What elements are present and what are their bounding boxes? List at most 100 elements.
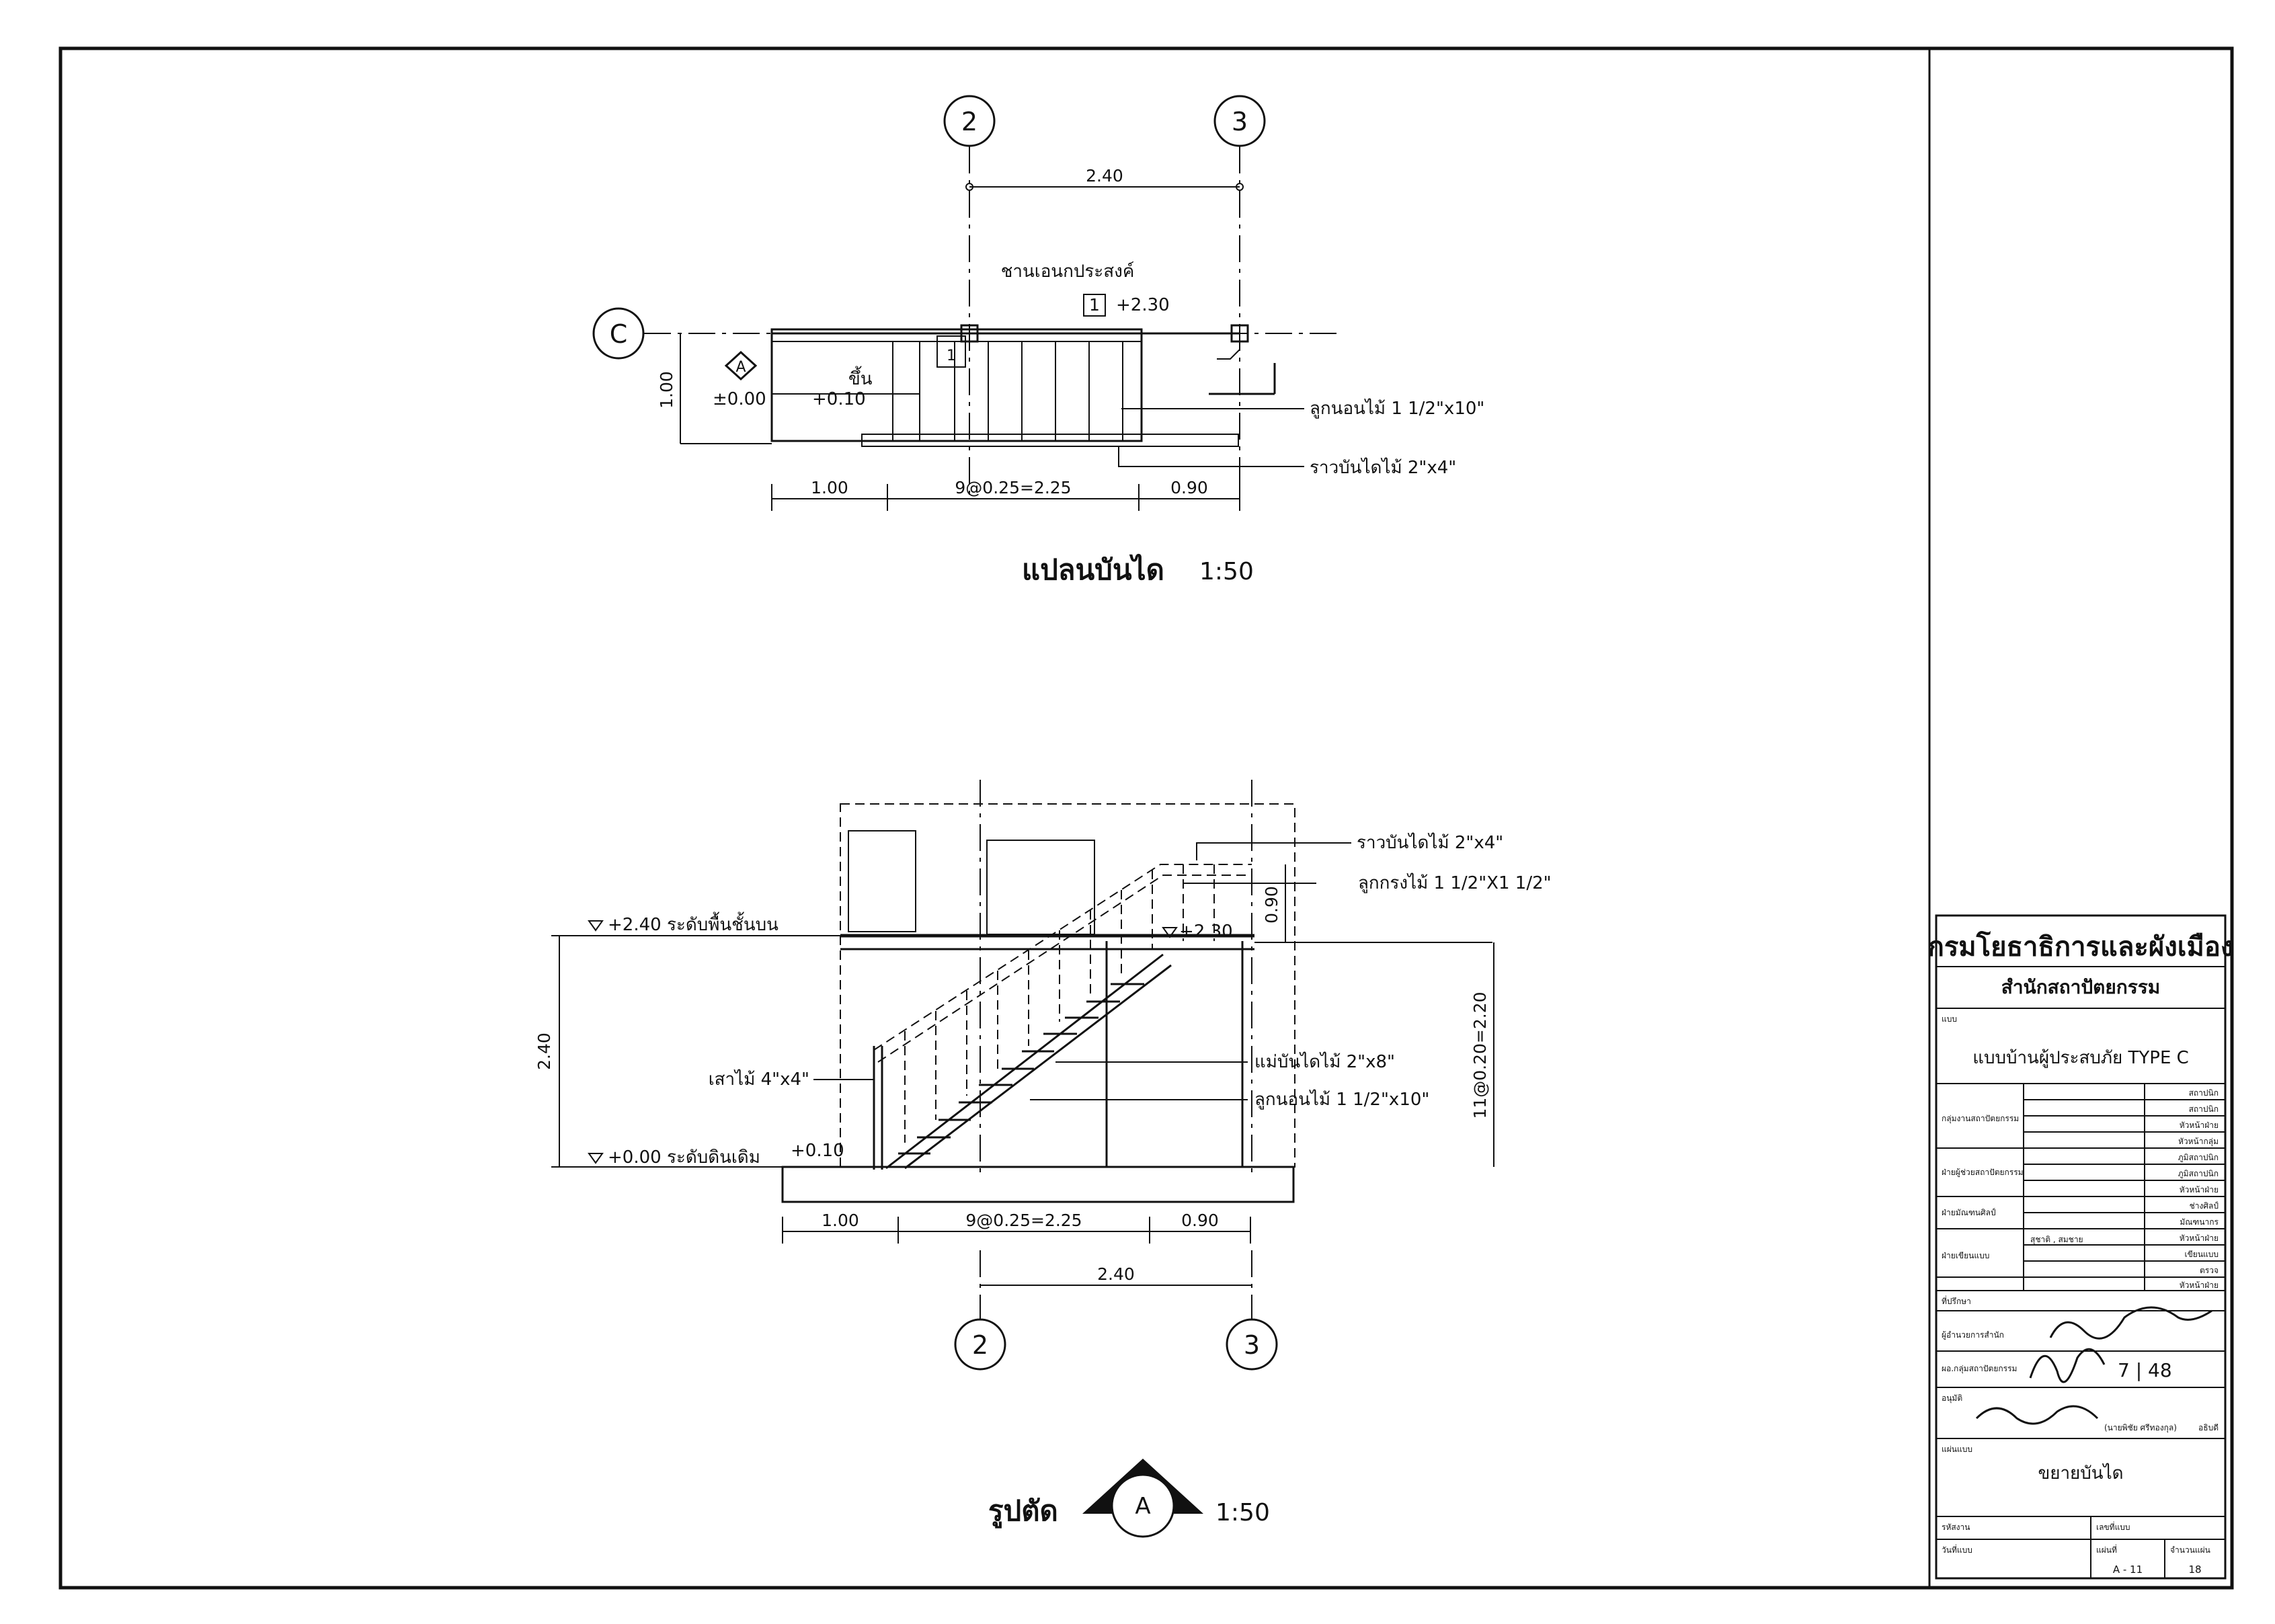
section-upper-level-marker <box>588 920 604 932</box>
plan-grid-bubble-3 <box>1213 95 1266 147</box>
plan-grid-bubble-2 <box>943 95 996 147</box>
section-stringer-bottom <box>904 964 1172 1170</box>
section-ground-slab <box>781 1166 1295 1203</box>
plan-grid-3: 3 <box>1232 107 1248 136</box>
plan-treads <box>892 341 1123 441</box>
title-block-frame <box>1935 914 2227 1580</box>
section-post-note: เสาไม้ 4"x4" <box>709 1069 809 1090</box>
section-stringer-top <box>885 953 1164 1170</box>
section-landing-level: +2.30 <box>1179 922 1233 942</box>
section-grid-2: 2 <box>972 1330 988 1360</box>
plan-dim-side: 1.00 <box>657 371 676 409</box>
stair-plan: 2 3 C 2.40 ชานเอนกประสงค์ 1 +2.30 <box>592 95 1484 586</box>
plan-section-marker-label: A <box>735 359 746 376</box>
tb-group-3: ฝ่ายมัณฑนศิลป์ <box>1942 1208 1996 1217</box>
plan-grid-c: C <box>610 319 628 349</box>
section-grid-bubble-3 <box>1226 1318 1278 1371</box>
plan-section-marker <box>724 350 758 381</box>
plan-landing-tag: 1 <box>1089 295 1100 315</box>
tb-total-value: 18 <box>2188 1564 2201 1576</box>
svg-text:ช่างศิลป์: ช่างศิลป์ <box>2190 1201 2219 1211</box>
section-grid-3: 3 <box>1244 1330 1260 1360</box>
section-landing-level-marker <box>1162 927 1178 938</box>
plan-dim-top-tick-b <box>1236 183 1244 191</box>
section-rail-note: ราวบันไดไม้ 2"x4" <box>1357 832 1503 853</box>
section-dim-bottom-1: 1.00 <box>822 1211 859 1230</box>
section-treads <box>898 983 1144 1155</box>
plan-landing-level: +2.30 <box>1116 295 1170 315</box>
svg-text:ภูมิสถาปนิก: ภูมิสถาปนิก <box>2178 1169 2219 1179</box>
sheet-border <box>58 46 2234 1590</box>
tb-chief: ผอ.กลุ่มสถาปัตยกรรม <box>1942 1364 2017 1374</box>
tb-director: ผู้อำนวยการสำนัก <box>1942 1330 2004 1340</box>
tb-plan-no: เลขที่แบบ <box>2096 1521 2130 1532</box>
section-rail-leader <box>1196 842 1351 860</box>
plan-dim-bottom-3: 0.90 <box>1170 478 1208 497</box>
tb-approver: (นายพิชัย ศรีทองกุล) <box>2104 1423 2177 1433</box>
tb-signature-1 <box>2049 1306 2212 1340</box>
tb-total: จำนวนแผ่น <box>2170 1545 2210 1555</box>
plan-scale: 1:50 <box>1199 558 1254 585</box>
tb-group-4: ฝ่ายเขียนแบบ <box>1942 1251 1989 1260</box>
plan-landing-edge <box>1217 349 1240 360</box>
plan-level-step: +0.10 <box>812 389 866 409</box>
section-upper-level: +2.40 ระดับพื้นชั้นบน <box>608 911 779 935</box>
svg-text:ตรวจ: ตรวจ <box>2200 1266 2219 1275</box>
plan-grid-bubble-c <box>592 307 645 360</box>
svg-text:มัณฑนากร: มัณฑนากร <box>2180 1217 2219 1227</box>
svg-text:สถาปนิก: สถาปนิก <box>2189 1088 2219 1098</box>
tb-bureau: สำนักสถาปัตยกรรม <box>2001 976 2161 998</box>
section-building-frame <box>840 803 1295 1168</box>
tb-signature-3 <box>1975 1405 2099 1425</box>
tb-type-label: แบบ <box>1942 1014 1957 1024</box>
tb-consult: ที่ปรึกษา <box>1942 1295 1971 1306</box>
section-handrail-b <box>877 875 1252 1063</box>
plan-dim-top: 2.40 <box>1086 166 1123 186</box>
tb-sheet-no: แผ่นที่ <box>2096 1544 2117 1555</box>
section-marker: A <box>1135 1493 1150 1520</box>
section-scale: 1:50 <box>1215 1499 1270 1527</box>
plan-rail-leader <box>1118 446 1304 467</box>
section-window-mid <box>986 840 1095 935</box>
section-baluster-note: ลูกกรงไม้ 1 1/2"X1 1/2" <box>1358 872 1552 893</box>
section-tread-note: ลูกนอนไม้ 1 1/2"x10" <box>1254 1089 1429 1110</box>
tb-date-sig: 7 | 48 <box>2118 1359 2172 1381</box>
tb-approver-title: อธิบดี <box>2198 1423 2219 1432</box>
tb-approve: อนุมัติ <box>1942 1393 1962 1404</box>
plan-rail-note: ราวบันไดไม้ 2"x4" <box>1310 457 1456 478</box>
section-rail-height: 0.90 <box>1262 886 1281 924</box>
section-dim-height: 2.40 <box>534 1032 554 1070</box>
plan-level-ground: ±0.00 <box>713 389 766 409</box>
tb-row-note: สุชาติ , สมชาย <box>2030 1235 2083 1245</box>
tb-code-label: รหัสงาน <box>1942 1522 1970 1532</box>
svg-text:เขียนแบบ: เขียนแบบ <box>2184 1250 2219 1259</box>
tb-sheet-title: ขยายบันได <box>2038 1463 2123 1484</box>
plan-title: แปลนบันได <box>1022 553 1164 586</box>
plan-dim-bottom-2: 9@0.25=2.25 <box>955 478 1071 497</box>
svg-text:หัวหน้าฝ่าย: หัวหน้าฝ่าย <box>2180 1233 2219 1243</box>
tb-group-1: กลุ่มงานสถาปัตยกรรม <box>1942 1114 2019 1124</box>
section-handrail <box>873 864 1252 1051</box>
section-ground-level-marker <box>588 1153 604 1164</box>
tb-sheet-value: A - 11 <box>2113 1564 2143 1576</box>
svg-text:ภูมิสถาปนิก: ภูมิสถาปนิก <box>2178 1153 2219 1163</box>
section-window-left <box>848 830 916 932</box>
title-block: กรมโยธาธิการและผังเมือง สำนักสถาปัตยกรรม… <box>1928 914 2233 1580</box>
plan-tread-note: ลูกนอนไม้ 1 1/2"x10" <box>1310 398 1484 419</box>
plan-stair-outline <box>770 328 1143 442</box>
plan-bottom-step <box>861 434 1239 447</box>
svg-text:หัวหน้าฝ่าย: หัวหน้าฝ่าย <box>2180 1185 2219 1194</box>
plan-up-label: ขึ้น <box>848 366 873 389</box>
section-ground-level: +0.00 ระดับดินเดิม <box>608 1147 760 1168</box>
tb-project: แบบบ้านผู้ประสบภัย TYPE C <box>1972 1048 2189 1068</box>
section-dim-grid: 2.40 <box>1097 1264 1135 1284</box>
section-marker-circle <box>1111 1473 1175 1538</box>
section-grid-bubble-2 <box>954 1318 1006 1371</box>
plan-dim-top-tick-a <box>965 183 973 191</box>
section-dim-bottom-3: 0.90 <box>1181 1211 1219 1230</box>
plan-arrow-tag: 1 <box>947 348 956 364</box>
plan-grid-2: 2 <box>961 107 977 136</box>
svg-text:สถาปนิก: สถาปนิก <box>2189 1104 2219 1114</box>
section-title: รูปตัด <box>988 1494 1058 1529</box>
